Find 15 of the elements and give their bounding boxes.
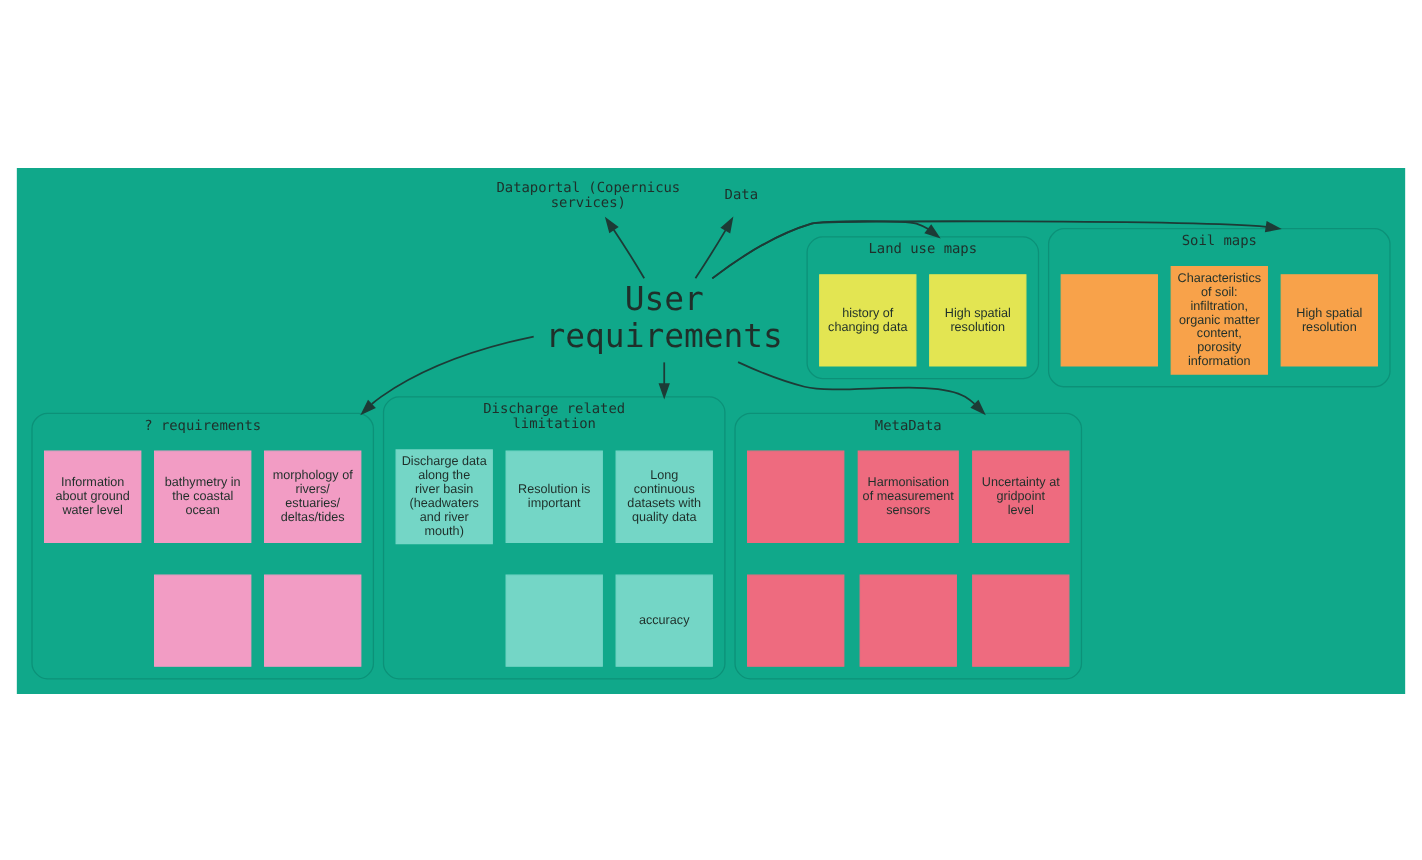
node-box [505,573,603,666]
node-box [264,573,362,666]
node-box [859,573,957,666]
arrow [737,360,986,415]
arrow [658,360,670,399]
arrow [711,219,1282,279]
node-box [972,573,1070,666]
node-box [154,573,252,666]
node-text: User requirements [545,278,783,354]
arrow [360,334,535,415]
arrow [694,215,734,279]
arrow [604,215,646,279]
node-box [1060,273,1158,366]
node-box [747,573,845,666]
node-box [747,449,845,542]
